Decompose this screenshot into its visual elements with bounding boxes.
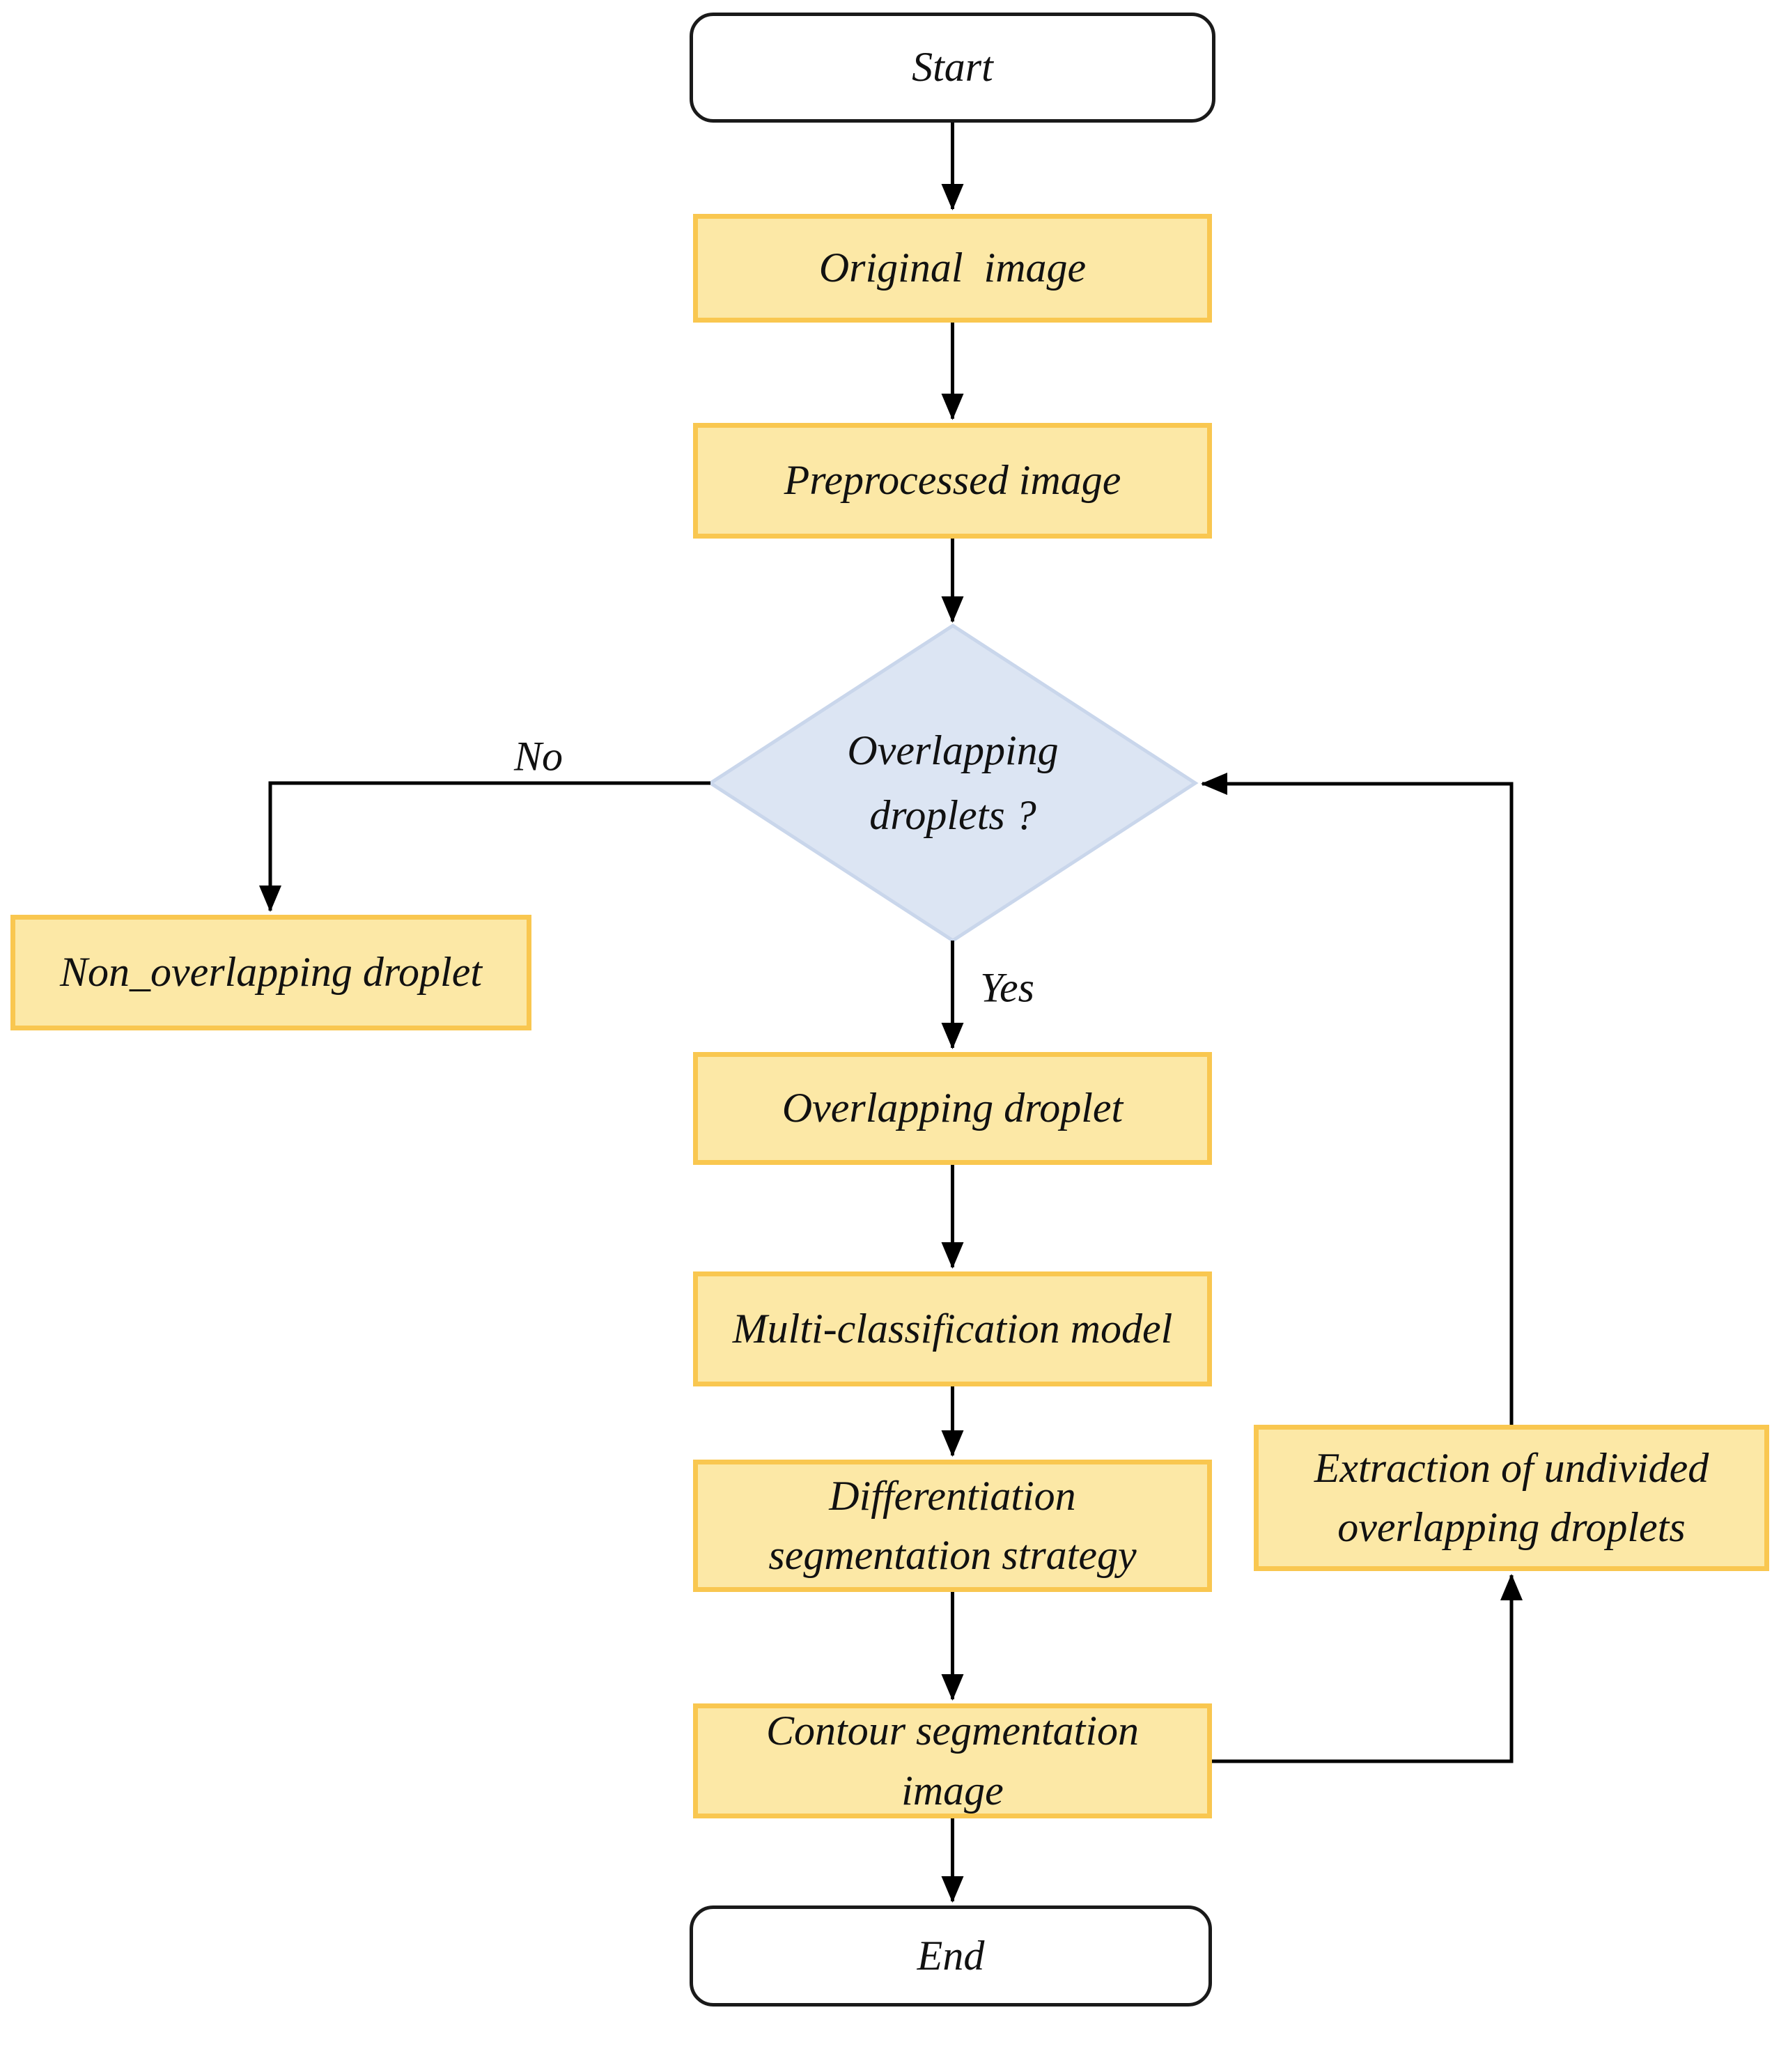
end-node: End [690, 1905, 1212, 2007]
edge-decision-no [259, 781, 710, 912]
extraction-undivided-node: Extraction of undivided overlapping drop… [1254, 1425, 1769, 1571]
non-overlapping-droplet-node: Non_overlapping droplet [10, 915, 531, 1030]
edge-extraction-to-decision [1201, 773, 1514, 1425]
no-edge-label: No [513, 733, 563, 780]
edge-contour-to-extraction [1212, 1574, 1523, 1763]
yes-edge-label: Yes [980, 964, 1034, 1011]
differentiation-segmentation-node: Differentiation segmentation strategy [693, 1460, 1212, 1592]
multi-classification-model-node: Multi-classification model [693, 1271, 1212, 1386]
preprocessed-image-node: Preprocessed image [693, 423, 1212, 539]
original-image-node: Original image [693, 214, 1212, 323]
start-node: Start [690, 13, 1215, 123]
overlapping-droplet-node: Overlapping droplet [693, 1052, 1212, 1165]
contour-segmentation-node: Contour segmentation image [693, 1703, 1212, 1818]
decision-node-label: Overlapping droplets ? [847, 727, 1059, 838]
